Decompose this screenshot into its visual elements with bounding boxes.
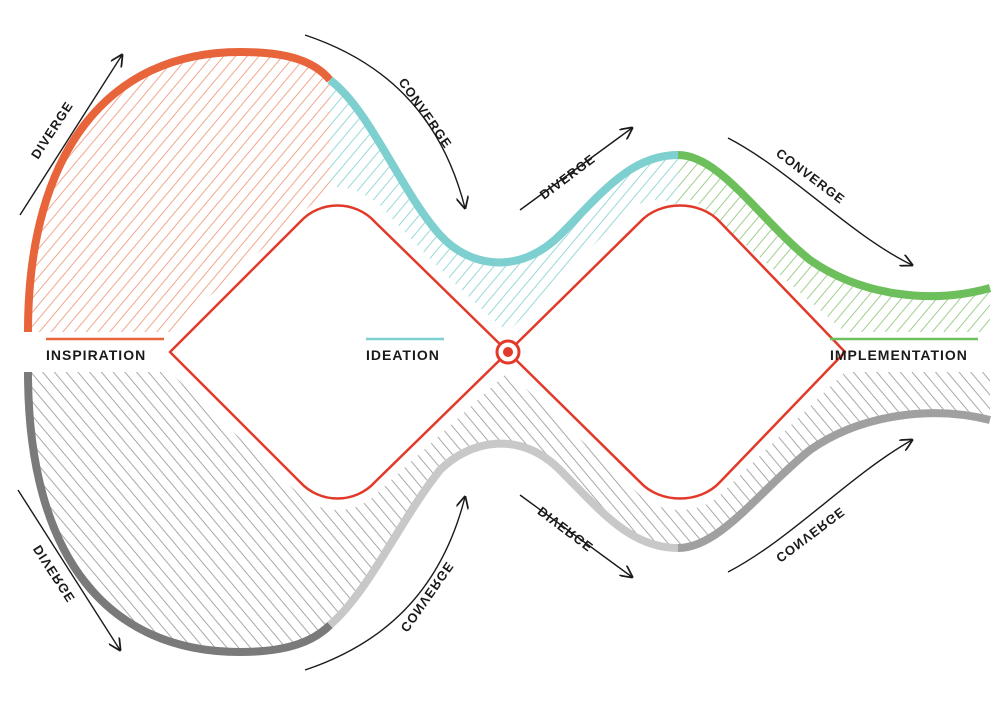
curve-bottom-right: [677, 409, 991, 552]
arrow-diverge-2: [519, 128, 632, 211]
hatch-bottom-left: [28, 372, 990, 652]
label-converge-3: CONVERGE: [398, 559, 458, 635]
curve-bottom-light: [327, 439, 679, 629]
label-diverge-2: DIVERGE: [537, 151, 598, 202]
label-diverge-4: DIVERGE: [535, 504, 596, 555]
hatch-inspiration-top: [28, 52, 330, 332]
arrow-converge-2: [727, 137, 912, 265]
curve-ideation: [327, 76, 679, 267]
label-implementation: IMPLEMENTATION: [830, 347, 968, 363]
arrow-converge-4: [727, 440, 912, 573]
hatch-implementation-top: [678, 155, 990, 332]
arrow-converge-1: [304, 34, 465, 208]
label-ideation: IDEATION: [366, 347, 440, 363]
red-diamond-right: [506, 204, 847, 500]
curve-inspiration: [24, 47, 334, 333]
hatch-ideation-top: [330, 80, 678, 332]
arrow-converge-3: [304, 497, 465, 671]
curve-bottom-dark: [24, 371, 333, 657]
curve-implementation: [677, 151, 992, 301]
label-converge-1: CONVERGE: [396, 75, 456, 151]
label-inspiration: INSPIRATION: [46, 347, 146, 363]
arrow-diverge-4: [519, 494, 632, 577]
arrow-diverge-3: [17, 489, 120, 650]
label-converge-2: CONVERGE: [773, 145, 848, 207]
junction-marker-inner: [503, 347, 513, 357]
arrow-diverge-1: [19, 55, 122, 216]
